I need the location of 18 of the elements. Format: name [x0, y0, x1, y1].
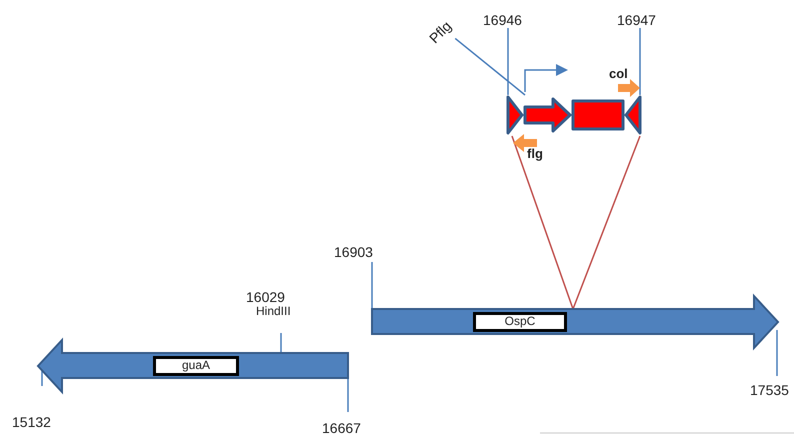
promoter-label: Pflg [426, 18, 454, 46]
coordinate-label: 16667 [322, 420, 361, 436]
leader-line [507, 28, 509, 95]
insertion-line [572, 136, 641, 310]
primer-label: col [609, 66, 628, 81]
coordinate-label: 16029 [246, 289, 285, 305]
gene-label: OspC [473, 312, 567, 332]
leader-line [639, 28, 641, 95]
coordinate-label: 17535 [750, 382, 789, 398]
coordinate-label: 16903 [334, 244, 373, 260]
restriction-site-label: HindIII [256, 304, 291, 318]
insertion-line [511, 136, 574, 310]
coordinate-label: 15132 [12, 414, 51, 430]
coordinate-label: 16947 [617, 12, 656, 28]
gene-label: guaA [153, 356, 239, 376]
coordinate-label: 16946 [483, 12, 522, 28]
primer-label: flg [527, 146, 543, 161]
leader-line [454, 38, 526, 96]
